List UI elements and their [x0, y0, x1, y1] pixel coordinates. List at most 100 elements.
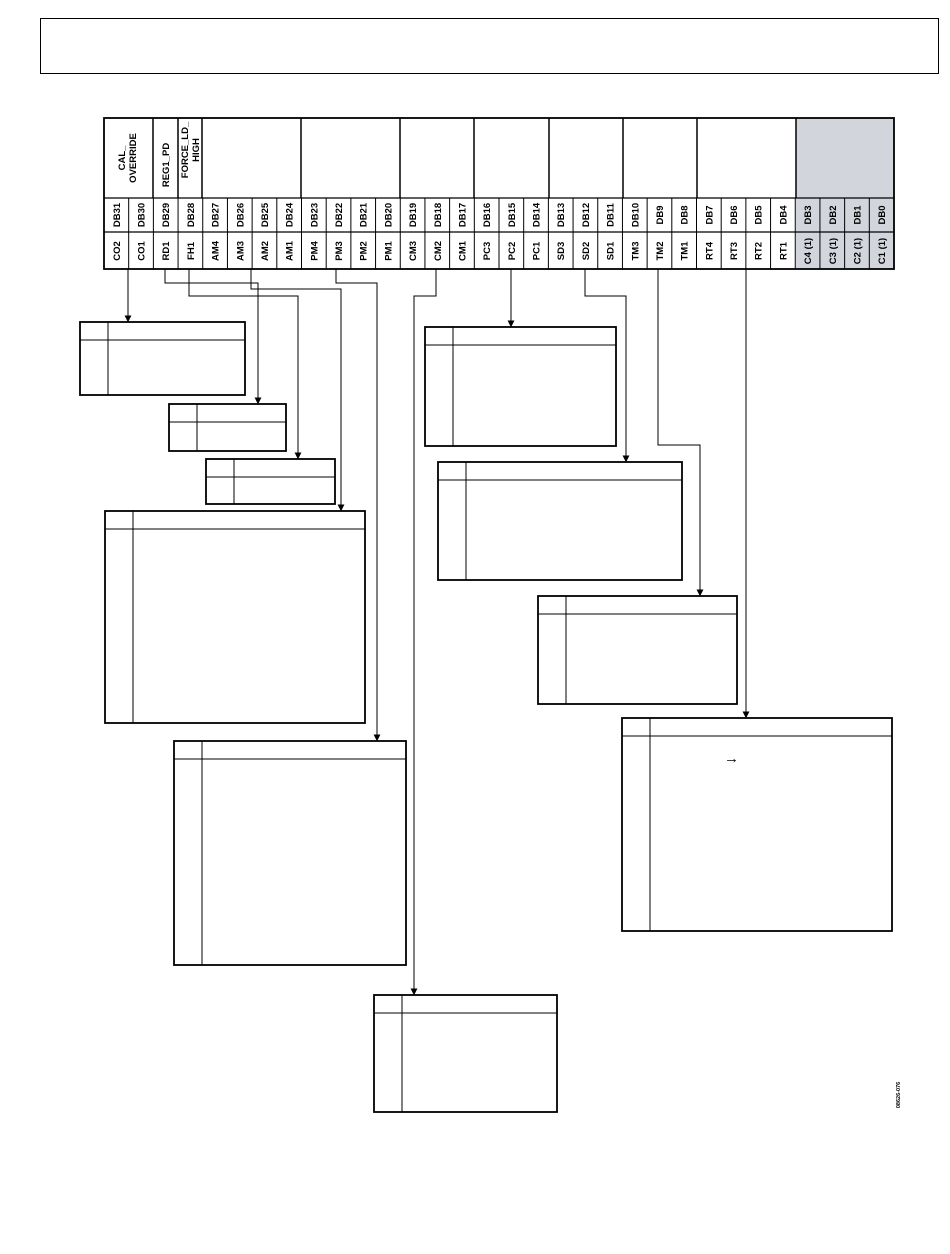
db-label: DB31 [112, 202, 123, 227]
bit-label: SD1 [606, 241, 617, 260]
bit-label: PC1 [532, 241, 543, 260]
cal-override-table [79, 321, 246, 396]
db-label: DB24 [285, 202, 296, 227]
bit-label: CO1 [137, 241, 148, 261]
db-label: DB2 [828, 205, 839, 224]
pm-bits-table [173, 740, 407, 966]
db-label: DB30 [137, 203, 148, 227]
db-label: DB4 [778, 205, 789, 225]
connector-cm [410, 269, 437, 996]
db-label: DB21 [359, 202, 370, 227]
bit-label: RT3 [729, 242, 740, 260]
bit-label: CM1 [457, 240, 468, 261]
bit-label: RT2 [754, 242, 765, 260]
reg1-pd-table [168, 403, 287, 452]
bit-label: TM1 [680, 241, 691, 261]
bit-label: PM4 [309, 241, 320, 261]
db-label: DB16 [482, 203, 493, 227]
bit-label: PC3 [482, 242, 493, 260]
db-label: DB13 [556, 203, 567, 227]
db-label: DB10 [630, 203, 641, 227]
sd-bits-table [437, 461, 683, 581]
bit-label: RT1 [778, 241, 789, 260]
bit-label: CM2 [433, 241, 444, 261]
db-label: DB6 [729, 205, 740, 224]
db-label: DB0 [877, 205, 888, 224]
db-label: DB1 [852, 205, 863, 225]
rt-table-arrow: → [724, 750, 739, 767]
connector-tm [657, 269, 704, 597]
table-outline [537, 595, 738, 705]
db-label: DB23 [309, 203, 320, 227]
db-label: DB28 [186, 203, 197, 227]
db-label: DB7 [704, 205, 715, 224]
bit-label: C3 (1) [828, 238, 839, 264]
bit-label: FH1 [186, 241, 197, 260]
bit-label: C4 (1) [803, 238, 814, 264]
db-label: DB15 [507, 202, 518, 227]
db-label: DB25 [260, 202, 271, 227]
db-label: DB27 [211, 203, 222, 227]
bit-label: SD2 [581, 242, 592, 260]
table-outline [621, 717, 893, 932]
table-outline [373, 994, 558, 1113]
db-label: DB29 [161, 203, 172, 227]
table-outline [437, 461, 683, 581]
cal-override-label-2: OVERRIDE [128, 133, 139, 183]
bit-label: PC2 [507, 242, 518, 260]
pc-bits-table [424, 326, 617, 447]
tm-bits-table [537, 595, 738, 705]
table-outline [173, 740, 407, 966]
connector-am [250, 269, 345, 512]
reg1-pd-label: REG1_PD [161, 143, 172, 187]
cal-override-label-1: CAL_ [117, 145, 128, 171]
db-label: DB22 [334, 203, 345, 227]
bit-label: CO2 [112, 241, 123, 261]
db-label: DB5 [754, 205, 765, 225]
db-label: DB11 [606, 202, 617, 226]
db-label: DB18 [433, 203, 444, 227]
db-label: DB20 [383, 203, 394, 227]
force-ld-high-label-1: FORCE_LD_ [180, 121, 191, 178]
bit-label: AM1 [285, 240, 296, 261]
figure-id: 08626-076 [896, 1082, 902, 1108]
db-label: DB8 [680, 205, 691, 224]
bit-label: SD3 [556, 242, 567, 260]
db-label: DB19 [408, 203, 419, 227]
bit-label: AM4 [211, 240, 222, 261]
db-label: DB9 [655, 205, 666, 224]
bit-label: PM2 [359, 241, 370, 261]
bit-label: RT4 [704, 241, 715, 260]
force-ld-high-label-2: HIGH [191, 138, 202, 162]
connector-rd [164, 269, 262, 405]
bit-label: TM2 [655, 242, 666, 261]
connector-lines [124, 269, 750, 996]
bit-label: CM3 [408, 241, 419, 261]
bit-label: C2 (1) [852, 238, 863, 264]
bit-label: AM3 [235, 241, 246, 261]
rt-bits-table [621, 717, 893, 932]
register-outline [103, 117, 895, 270]
db-label: DB26 [235, 203, 246, 227]
connector-pm [335, 269, 381, 742]
connector-fh [188, 269, 302, 460]
db-label: DB17 [457, 203, 468, 227]
table-outline [205, 458, 336, 505]
bit-label: PM1 [383, 241, 394, 261]
am-bits-table [104, 510, 366, 724]
db-label: DB12 [581, 203, 592, 227]
header-frame [40, 18, 939, 74]
bit-label: TM3 [630, 242, 641, 261]
bit-label: PM3 [334, 241, 345, 261]
connector-sd [584, 269, 630, 463]
bit-label: C1 (1) [877, 238, 888, 264]
db-label: DB14 [532, 202, 543, 227]
table-outline [79, 321, 246, 396]
bit-label: RD1 [161, 241, 172, 261]
db-label: DB3 [803, 205, 814, 224]
force-ld-high-table [205, 458, 336, 505]
table-outline [104, 510, 366, 724]
cm-bits-table [373, 994, 558, 1113]
